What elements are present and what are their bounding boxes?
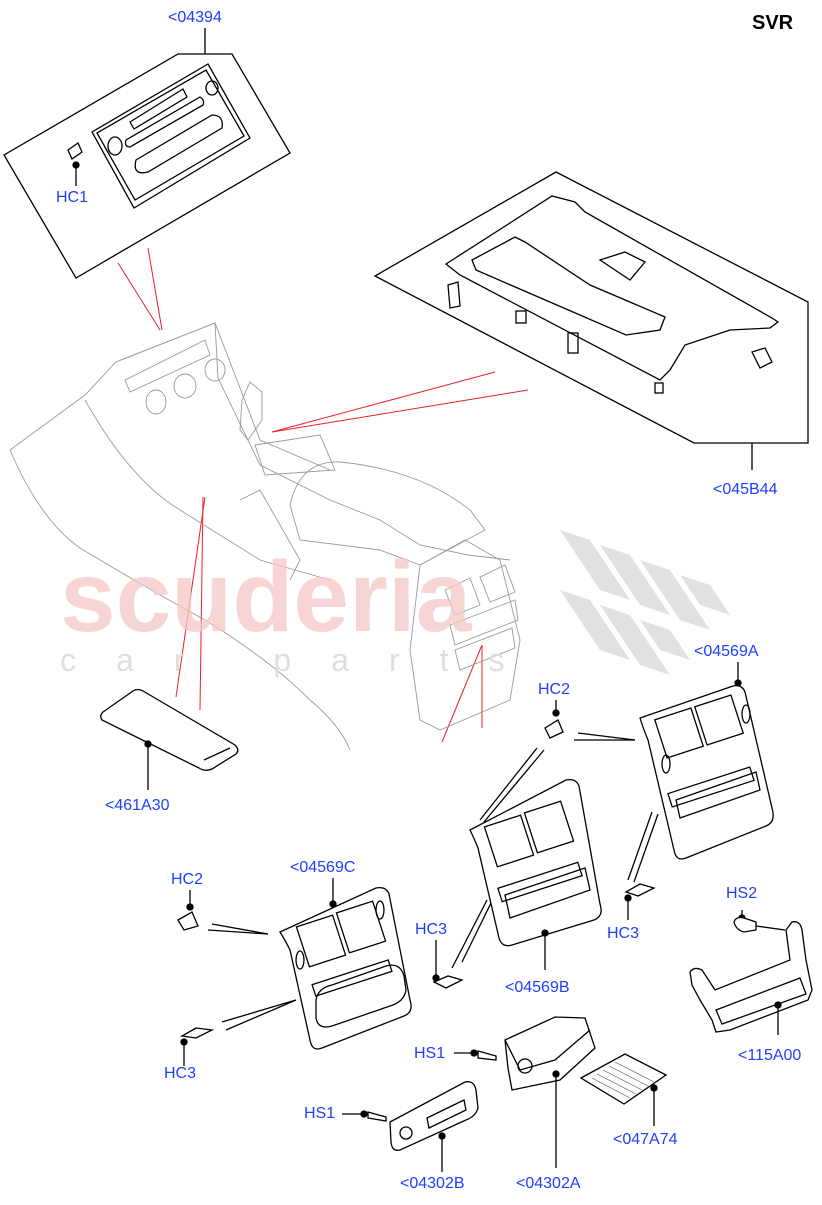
- part-04569B-drawing: [469, 778, 602, 970]
- callout-04569B[interactable]: <04569B: [505, 979, 570, 996]
- part-047A74-drawing: [579, 1053, 668, 1126]
- reference-lines: [117, 247, 529, 743]
- part-461A30-drawing: [100, 688, 239, 790]
- callout-04569C[interactable]: <04569C: [290, 859, 356, 876]
- part-04394-frame: [3, 28, 291, 279]
- hc2-right-clip: [479, 700, 636, 823]
- callout-045B44[interactable]: <045B44: [713, 481, 778, 498]
- callout-hc2-right[interactable]: HC2: [538, 681, 571, 698]
- callout-hs1-low[interactable]: HS1: [304, 1105, 336, 1122]
- part-04302A-drawing: [454, 1016, 596, 1168]
- callout-hc3-right[interactable]: HC3: [607, 925, 640, 942]
- callout-hc1[interactable]: HC1: [56, 189, 89, 206]
- watermark-brand: scuderia: [60, 541, 472, 653]
- callout-461A30[interactable]: <461A30: [105, 797, 170, 814]
- callout-115A00[interactable]: <115A00: [738, 1047, 802, 1064]
- callout-04302A[interactable]: <04302A: [516, 1175, 581, 1192]
- watermark-checker-icon: [560, 530, 730, 675]
- variant-badge: SVR: [752, 12, 794, 34]
- callout-04302B[interactable]: <04302B: [400, 1175, 465, 1192]
- callout-hs2[interactable]: HS2: [726, 885, 758, 902]
- callout-hc2-left[interactable]: HC2: [171, 871, 204, 888]
- part-115A00-drawing: [689, 910, 813, 1035]
- callout-hc3-mid[interactable]: HC3: [415, 921, 448, 938]
- callout-hs1-mid[interactable]: HS1: [414, 1045, 446, 1062]
- hc-left-clips: [177, 890, 297, 1066]
- callout-04569A[interactable]: <04569A: [694, 643, 759, 660]
- hc3-clips: [432, 811, 659, 989]
- part-04569A-drawing: [639, 662, 774, 860]
- callout-04394[interactable]: <04394: [168, 9, 222, 26]
- part-04302B-drawing: [342, 1081, 479, 1172]
- part-045B44-frame: [373, 171, 809, 470]
- callout-047A74[interactable]: <047A74: [613, 1131, 678, 1148]
- center-console-drawing: [9, 322, 521, 751]
- part-04569C-drawing: [279, 878, 412, 1050]
- watermark-tagline: car parts: [60, 642, 545, 678]
- callout-hc3-left[interactable]: HC3: [164, 1065, 197, 1082]
